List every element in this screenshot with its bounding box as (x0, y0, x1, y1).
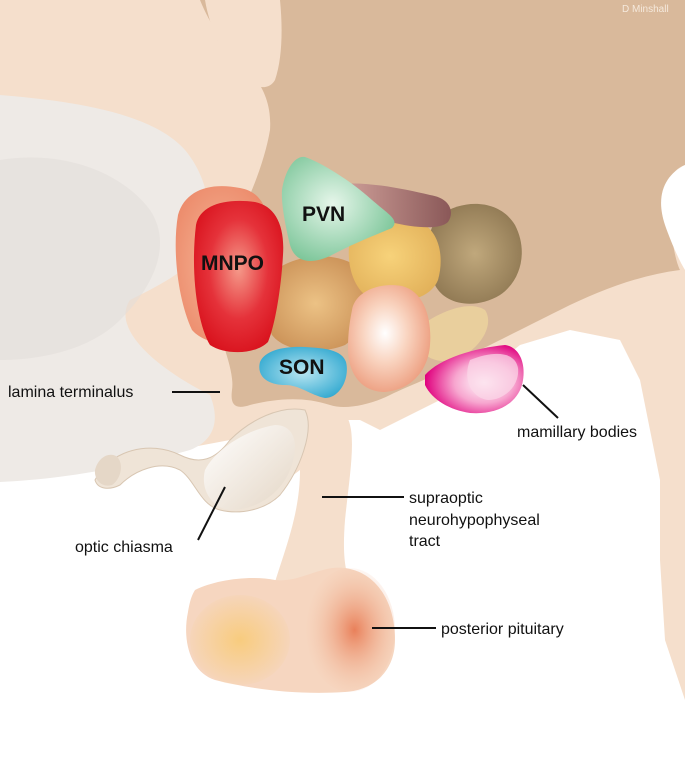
yellow-nucleus (348, 219, 441, 302)
mnpo-nucleus (193, 200, 284, 353)
right-notch (661, 165, 685, 270)
pvn-nucleus (281, 156, 395, 261)
optic-chiasma-leader (197, 486, 226, 541)
pituitary-yellow-zone (190, 595, 290, 685)
son-nucleus (259, 346, 347, 398)
infundibulum (270, 410, 360, 600)
pituitary-orange-zone (305, 568, 395, 692)
mamillary-bodies-leader (522, 384, 559, 419)
tan-nucleus (415, 306, 489, 362)
peach-nucleus (348, 285, 431, 392)
optic-chiasma-highlight (203, 425, 295, 510)
supraoptic-label-line2: neurohypophyseal (409, 512, 540, 529)
mnpo-label: MNPO (201, 252, 264, 275)
pvn-label: PVN (302, 203, 345, 226)
supraoptic-label-line3: tract (409, 533, 441, 550)
optic-nerve-cut (94, 454, 121, 486)
top-ventricle (205, 0, 282, 88)
optic-chiasma-label: optic chiasma (75, 539, 173, 556)
mid-brown-nucleus (264, 256, 367, 351)
author-credit: D Minshall (622, 4, 669, 15)
lamina-terminalus-label: lamina terminalus (8, 384, 133, 401)
posterior-pituitary-label: posterior pituitary (441, 621, 564, 638)
olive-nucleus (428, 203, 522, 304)
grey-forebrain-shade (0, 157, 160, 360)
mamillary-inner (467, 353, 519, 400)
supraoptic-label-line1: supraoptic (409, 490, 483, 507)
son-label: SON (279, 356, 325, 379)
mamillary-bodies-label: mamillary bodies (517, 424, 637, 441)
